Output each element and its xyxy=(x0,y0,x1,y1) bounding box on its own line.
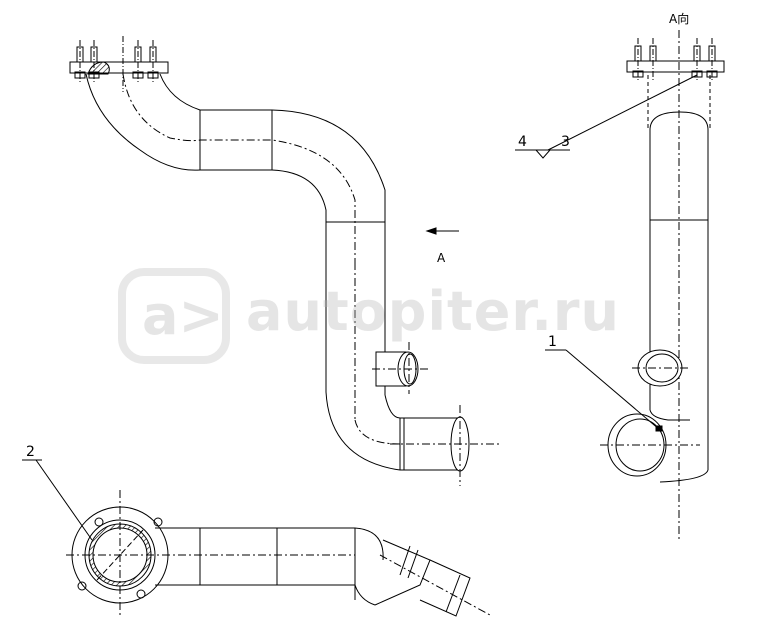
view-arrow-label: A xyxy=(437,251,446,265)
side-view-a xyxy=(600,30,725,540)
view-title: A向 xyxy=(669,11,689,26)
callout-1: 1 xyxy=(548,334,557,350)
plan-view xyxy=(66,490,491,618)
outlet-cuff xyxy=(390,405,500,486)
callout-3: 3 xyxy=(561,134,570,150)
side-outlet xyxy=(372,342,430,394)
view-arrow-a xyxy=(425,227,459,235)
callout-leaders xyxy=(22,74,698,541)
callout-2: 2 xyxy=(26,444,35,460)
callout-4: 4 xyxy=(518,134,527,150)
front-view xyxy=(69,36,500,486)
